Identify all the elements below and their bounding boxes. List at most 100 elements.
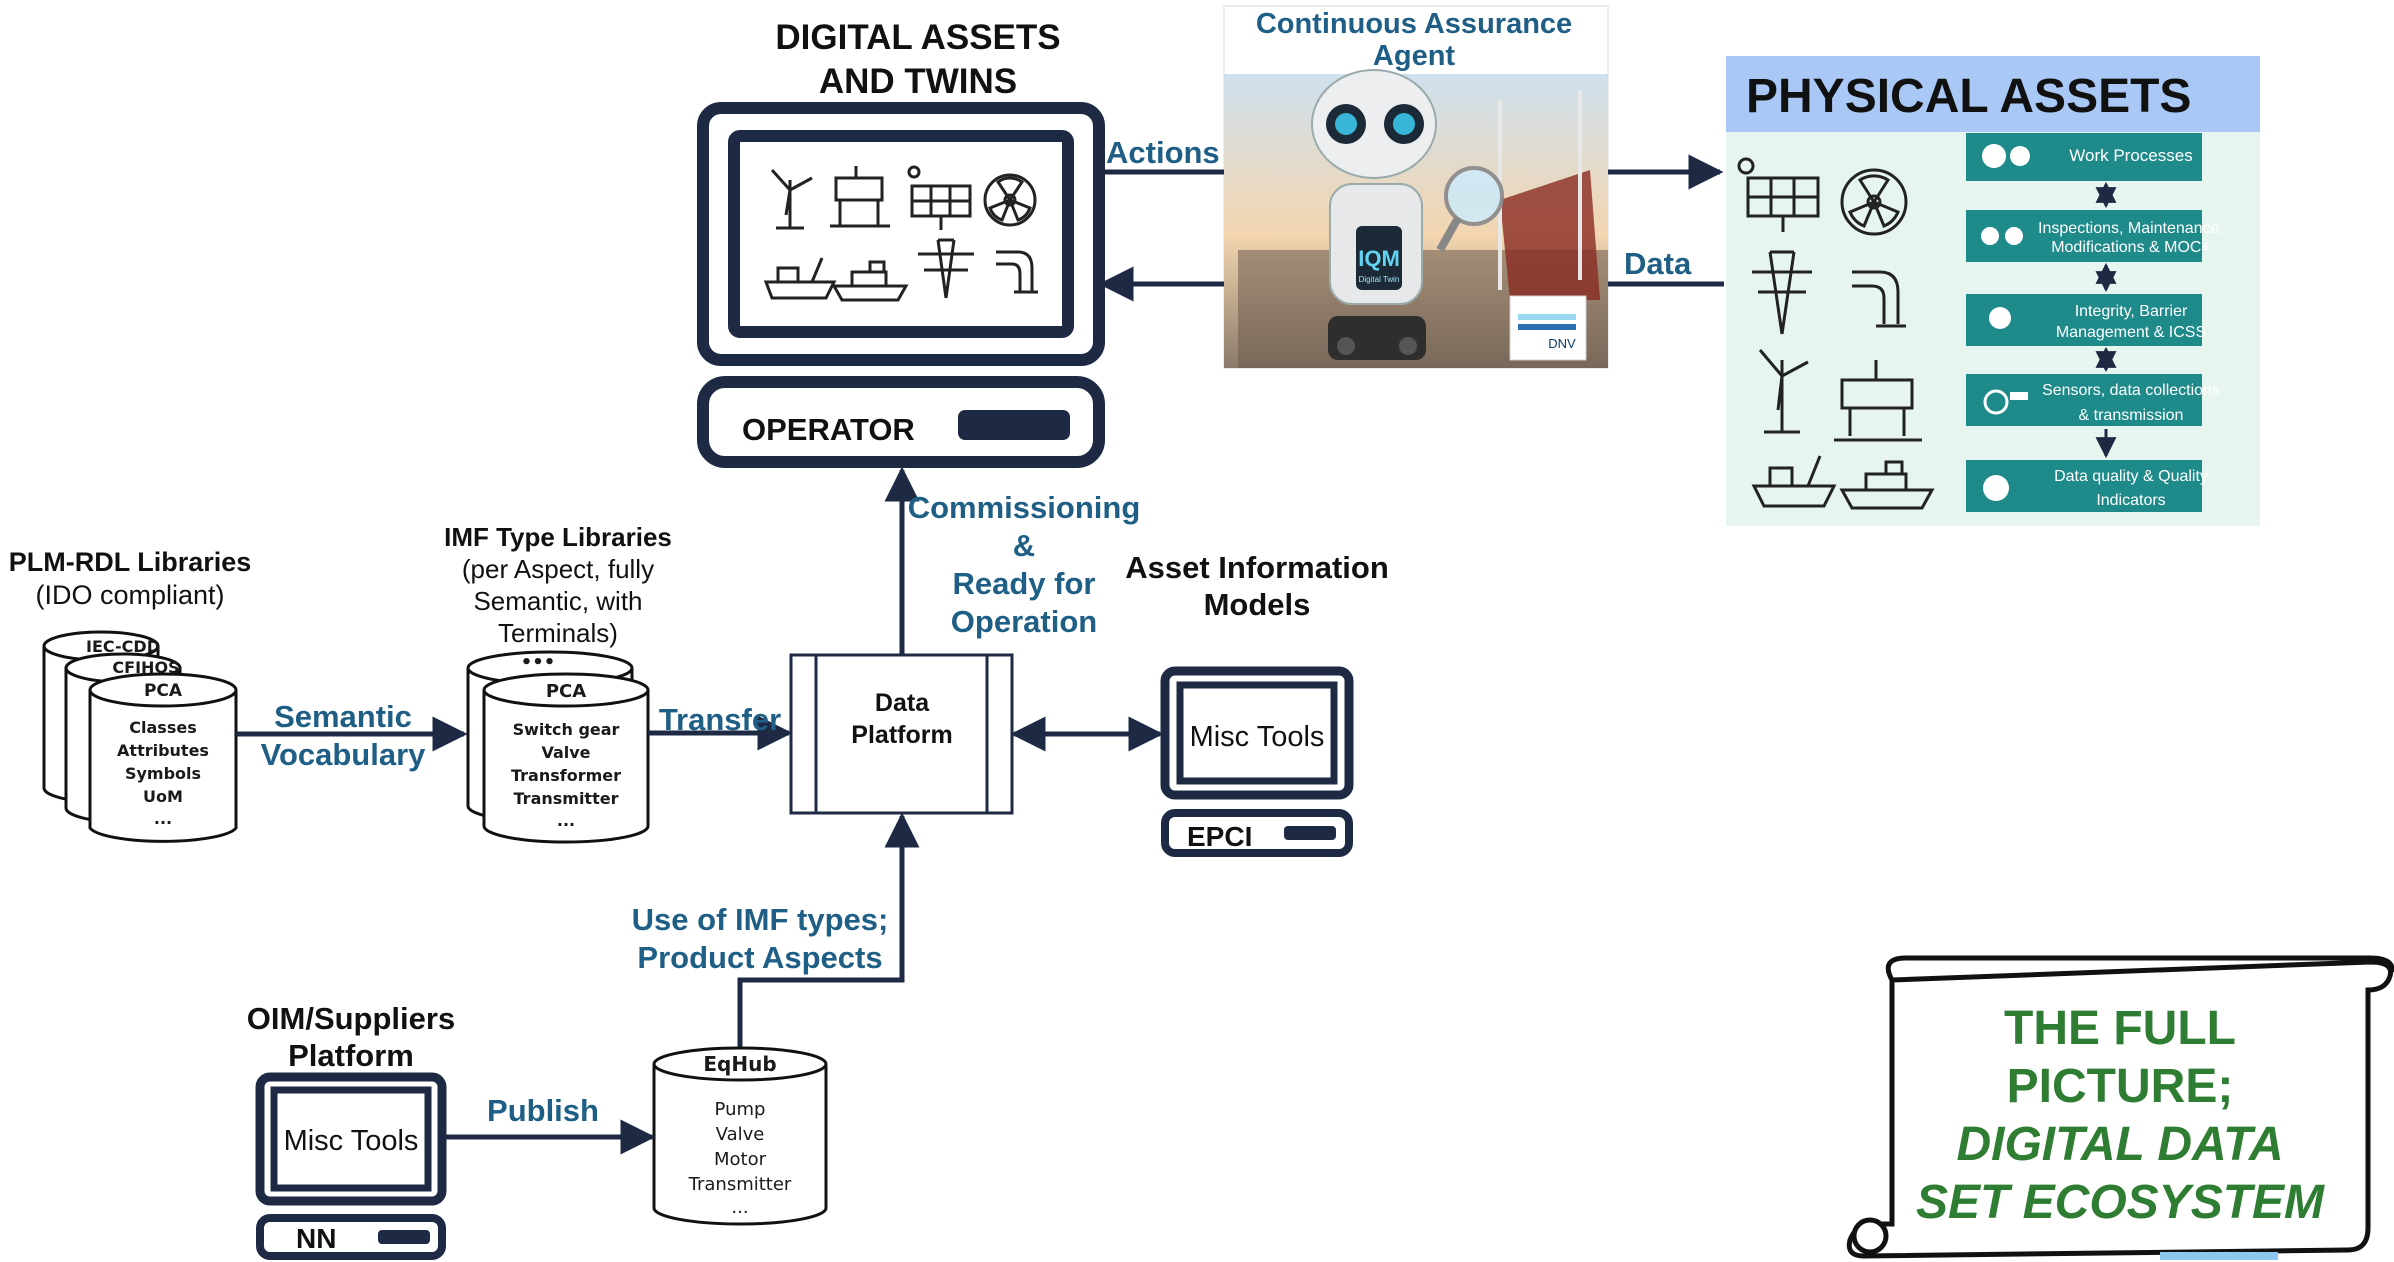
wind-turbine-icon [770,168,813,230]
commissioning-line-3: Ready for [953,566,1096,601]
aim-base-label: EPCI [1187,821,1252,852]
agent-badge: IQM [1358,246,1400,271]
cargo-ship-icon [831,260,909,302]
digital-assets-group: DIGITAL ASSETS AND TWINS OPERATOR [697,18,1105,468]
oim-group: OIM/Suppliers Platform Misc Tools NN [247,1001,455,1260]
step-5-line-2: Indicators [2096,492,2165,509]
step-1-line-1: Work Processes [2069,146,2192,165]
eqhub-item-5: ... [731,1197,748,1218]
asset-icons-grid [763,165,1038,302]
eqhub-cylinder: EqHub Pump Valve Motor Transmitter ... [652,1046,828,1226]
eqhub-item-3: Motor [714,1149,767,1170]
process-steps: Work Processes Inspections, Maintenance,… [1966,133,2224,512]
step-icons [1981,144,2030,501]
use-imf-line-1: Use of IMF types; [632,902,889,937]
worker-icon [1981,227,1999,245]
imf-item-5: ... [557,811,575,830]
pylon-icon-2 [1752,250,1812,335]
imf-item-4: Transmitter [514,789,619,808]
power-pylon-icon [918,238,974,299]
digital-twin-screen [728,130,1074,338]
aim-screen-text: Misc Tools [1190,721,1325,753]
physical-assets-group: PHYSICAL ASSETS Work Processes Inspectio… [1726,56,2260,526]
plm-item-5: ... [154,809,172,828]
data-platform-group: Data Platform [789,653,1014,815]
people-icon [1982,144,2006,168]
scroll-top-roll [1885,955,2394,982]
physical-icons [1737,157,1935,510]
quality-seal-icon [1983,475,2009,501]
step-3-line-1: Integrity, Barrier [2075,303,2188,320]
imf-cylinder-front: PCA Switch gear Valve Transformer Transm… [482,672,650,844]
step-5-line-1: Data quality & Quality [2054,468,2208,485]
solar-panel-icon-2 [1746,176,1820,232]
imf-subtitle-2: Semantic, with [473,586,642,616]
semantic-line-2: Vocabulary [261,737,427,772]
imf-item-3: Transformer [511,766,621,785]
oim-title-2: Platform [288,1038,414,1073]
transfer-arrow-group: Transfer [648,702,793,751]
worker-icon-2 [2005,227,2023,245]
imf-cyl-front-label: PCA [546,681,586,702]
digital-twin-monitor [697,102,1105,366]
agent-badge-sub: Digital Twin [1359,275,1400,284]
eqhub-label: EqHub [703,1052,776,1076]
imf-subtitle-1: (per Aspect, fully [462,554,654,584]
agent-group: Continuous Assurance Agent IQM Digital T… [1223,5,1609,369]
scroll-banner: THE FULL PICTURE; DIGITAL DATA SET ECOSY… [1846,955,2394,1260]
engineer-icon [1989,307,2011,329]
dnv-logo-bar-2 [1518,324,1576,330]
dnv-logo-bar-1 [1518,314,1576,320]
use-imf-group: Use of IMF types; Product Aspects [632,812,920,1054]
vessel-icon-2 [1751,455,1837,508]
commissioning-line-2: & [1013,528,1035,563]
operator-label: OPERATOR [742,412,915,447]
plm-item-2: Attributes [117,741,209,760]
platform-icon-2 [1834,360,1922,442]
step-4-line-1: Sensors, data collections [2042,382,2220,399]
use-imf-arrow [737,812,920,1054]
radiation-icon [983,173,1037,227]
aim-screen [1176,681,1338,785]
actions-data-arrows: Actions Data [1098,135,1724,302]
use-imf-line-2: Product Aspects [637,940,882,975]
physical-assets-title: PHYSICAL ASSETS [1746,70,2191,123]
data-platform-line-2: Platform [851,721,952,749]
eqhub-item-4: Transmitter [688,1174,792,1195]
aim-base [1161,809,1353,857]
plm-item-4: UoM [143,787,183,806]
robot-head-icon [2010,146,2030,166]
gauge-icon [1983,389,2009,415]
cargo-ship-icon-2 [1839,460,1935,510]
plm-subtitle: (IDO compliant) [35,580,224,610]
solar-panel-icon [907,165,972,230]
step-4-line-2: & transmission [2079,407,2184,424]
step-3-line-2: Management & ICSS [2056,324,2206,341]
plm-title: PLM-RDL Libraries [9,547,252,577]
oim-base-slot [378,1230,430,1244]
agent-title-2: Agent [1373,40,1456,72]
wind-turbine-icon-2 [1758,349,1809,434]
imf-group: IMF Type Libraries (per Aspect, fully Se… [444,522,672,844]
scroll-line-3: DIGITAL DATA [1956,1118,2283,1171]
plm-item-3: Symbols [125,764,201,783]
pipe-icon [996,250,1038,294]
commissioning-group: Commissioning & Ready for Operation [884,466,1140,654]
commissioning-line-4: Operation [951,604,1097,639]
plm-cylinder-front: PCA Classes Attributes Symbols UoM ... [88,672,238,843]
publish-label: Publish [487,1093,599,1128]
dnv-logo-text: DNV [1548,336,1576,351]
scroll-accent-bar [2160,1252,2278,1260]
aim-title-1: Asset Information [1125,550,1389,585]
oim-base-label: NN [296,1223,336,1254]
plm-cyl-back-label: IEC-CDD [86,637,160,656]
imf-item-2: Valve [541,743,590,762]
data-label: Data [1624,246,1692,281]
operator-base [697,376,1105,468]
scroll-bottom-roll [1851,1217,1889,1255]
imf-title: IMF Type Libraries [444,522,672,552]
plm-cyl-mid-label: CFIHOS [112,658,179,677]
aim-base-slot [1284,826,1336,840]
